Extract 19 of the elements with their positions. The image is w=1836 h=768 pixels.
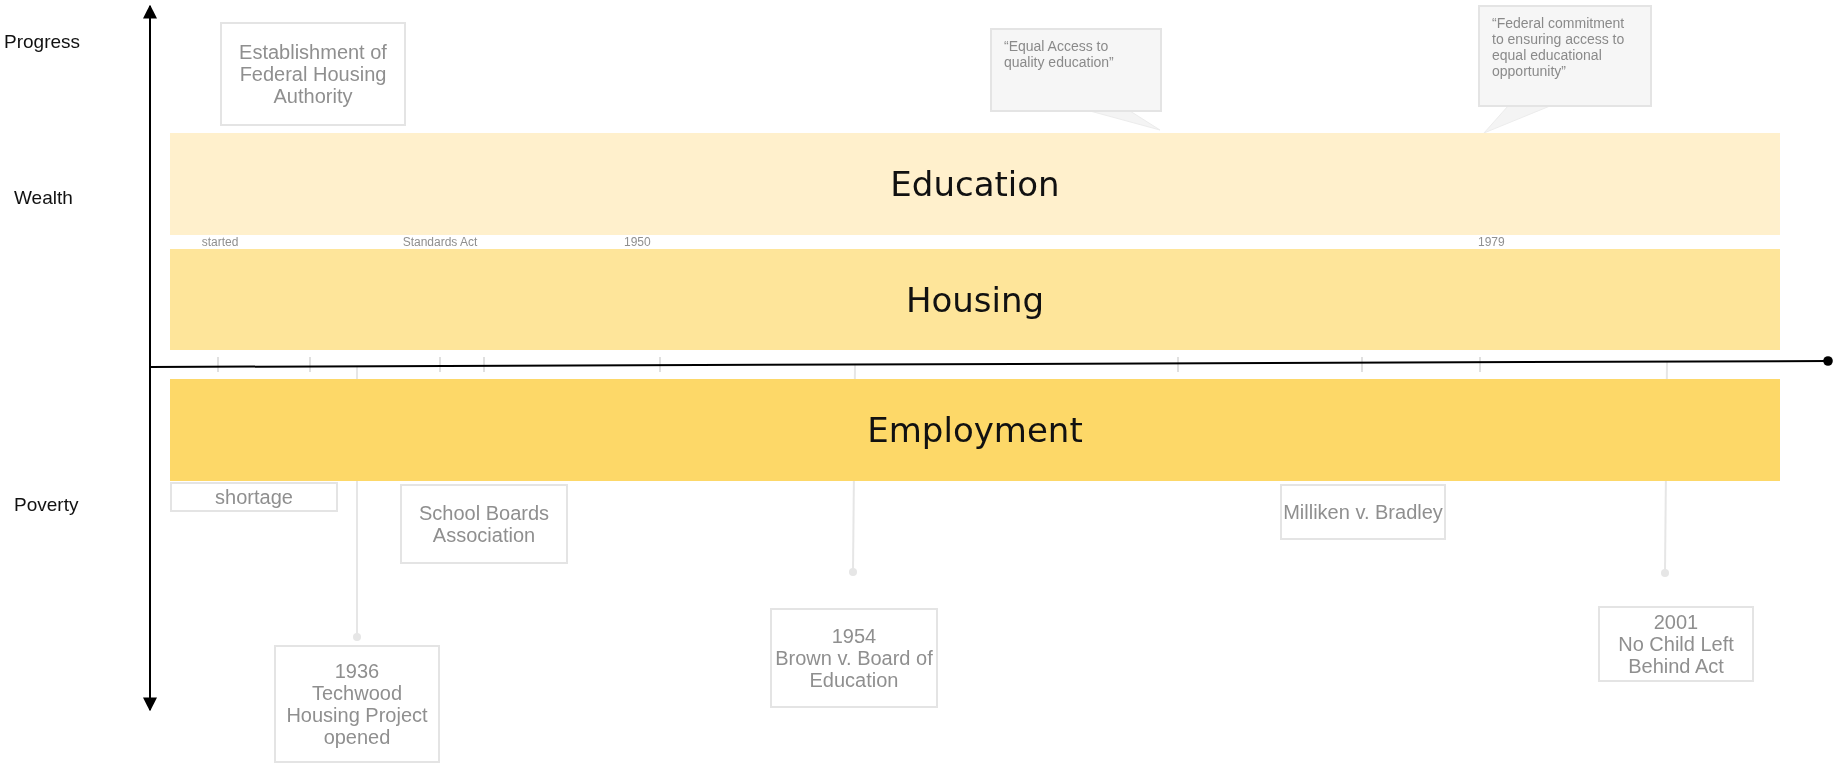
- event-box: School Boards Association: [400, 484, 568, 564]
- category-band: Housing: [170, 249, 1780, 350]
- event-box-text: started: [185, 235, 255, 249]
- event-box: 2001 No Child Left Behind Act: [1598, 606, 1754, 682]
- event-box: Establishment of Federal Housing Authority: [220, 22, 406, 126]
- category-band: Education: [170, 133, 1780, 235]
- axis-label: Poverty: [14, 494, 79, 516]
- event-box: 1936 Techwood Housing Project opened: [274, 645, 440, 763]
- event-box: shortage: [170, 482, 338, 512]
- event-box: Milliken v. Bradley: [1280, 484, 1446, 540]
- speech-bubble: “Equal Access to quality education”: [990, 28, 1162, 112]
- year-label: 1979: [1478, 235, 1505, 249]
- event-box: 1954 Brown v. Board of Education: [770, 608, 938, 708]
- axis-label: Progress: [4, 31, 81, 53]
- axis-label: Wealth: [14, 187, 73, 209]
- event-box-text: Standards Act: [375, 235, 505, 249]
- year-label: 1950: [624, 235, 651, 249]
- category-band: Employment: [170, 379, 1780, 481]
- speech-bubble: “Federal commitment to ensuring access to equal educational opportunity”: [1478, 5, 1652, 107]
